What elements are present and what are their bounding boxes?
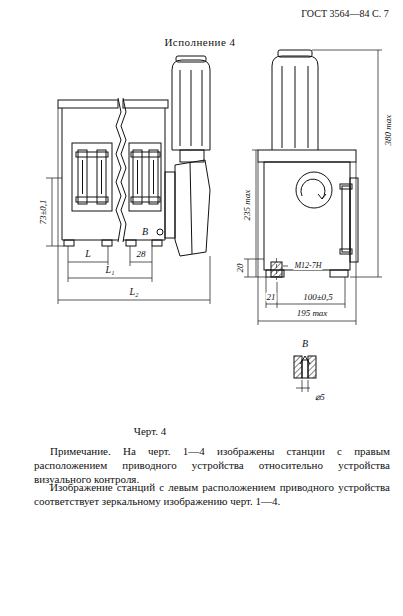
motor	[272, 56, 318, 150]
dimension-lines	[46, 108, 210, 304]
motor-neck	[180, 150, 204, 162]
view-letter: В	[301, 339, 309, 349]
note-text: Изображение станций с левым расположение…	[34, 480, 390, 508]
break-line	[121, 98, 126, 242]
note-text: Примечание. На черт. 1—4 изображены стан…	[34, 444, 390, 486]
dimension-label: L	[84, 249, 92, 259]
axis	[276, 258, 277, 282]
cabinet-body	[62, 108, 165, 240]
roof	[258, 150, 356, 162]
side-bracket	[350, 178, 358, 262]
dimension-label: 20	[236, 263, 245, 274]
break-line	[116, 98, 121, 242]
dimension-lines	[296, 388, 310, 389]
motor	[172, 60, 210, 150]
view-letter: В	[141, 227, 149, 237]
fuse	[76, 150, 160, 204]
dimension-label: 21	[266, 293, 277, 302]
page-header: ГОСТ 3564—84 С. 7	[300, 9, 389, 19]
rotation-arrow	[301, 179, 325, 199]
fuse	[342, 186, 350, 252]
thread-label: M12-7H	[293, 262, 322, 270]
hole	[302, 360, 308, 378]
view-title: Исполнение 4	[163, 37, 236, 48]
leader	[283, 266, 288, 267]
pin	[300, 356, 310, 364]
motor-ribs	[282, 66, 308, 148]
dimension-label: 100±0,5	[302, 293, 334, 302]
flange	[165, 172, 175, 238]
gearbox-edge	[190, 162, 192, 254]
dimension-label: L₁	[104, 265, 115, 275]
motor-cap	[176, 56, 206, 62]
motor-cap	[278, 50, 312, 57]
fuse-panel	[129, 143, 161, 211]
foot	[64, 240, 162, 246]
gearbox	[175, 160, 210, 256]
section-hatch	[294, 356, 302, 378]
roof	[58, 100, 118, 108]
dimension-label: 28	[136, 250, 147, 259]
housing	[264, 162, 350, 270]
dimension-label: L₂	[128, 287, 139, 297]
dimension-lines	[244, 50, 382, 325]
figure-caption: Черт. 4	[133, 426, 167, 437]
motor-ribs	[180, 70, 202, 146]
section-hatch	[308, 356, 316, 378]
foot	[330, 270, 348, 277]
dimension-label: 195 max	[296, 309, 329, 318]
dimension-lines	[308, 380, 309, 392]
fuse-panel	[72, 143, 112, 211]
dimension-label: 235 max	[243, 189, 252, 222]
mark	[157, 229, 163, 235]
rotation-arrow	[318, 194, 326, 199]
dimension-lines	[302, 380, 303, 392]
dimension-label: ⌀5	[314, 393, 326, 402]
inspection-window	[296, 172, 332, 208]
roof	[123, 100, 168, 108]
dimension-label: 73±0,1	[39, 198, 48, 225]
dimension-label: 380 max	[384, 114, 393, 147]
